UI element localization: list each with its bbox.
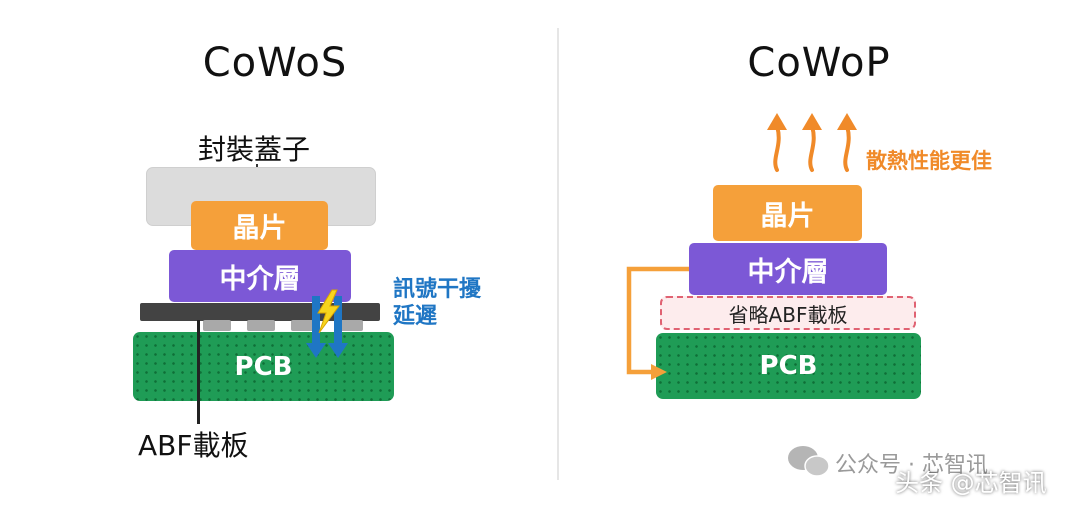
cowop-interposer: 中介層 [689,243,887,295]
cowop-interposer-label: 中介層 [747,256,829,288]
signal-arrow-down-icon [328,296,348,358]
cowos-pcb-label: PCB [234,351,293,382]
omitted-abf-substrate: 省略ABF載板 [660,296,916,330]
cowos-pcb: PCB [133,332,394,401]
lightning-icon [317,289,340,334]
cowop-title: CoWoP [747,40,891,86]
abf-pointer-line [197,320,200,424]
heat-arrow-icon [773,124,781,172]
cowos-interposer: 中介層 [169,250,351,302]
heat-arrow-icon [808,124,816,172]
cowos-interposer-label: 中介層 [219,263,301,295]
omitted-abf-label: 省略ABF載板 [728,302,848,327]
wechat-icon [788,446,830,477]
solder-bump [247,320,275,331]
cowop-pcb-label: PCB [759,351,818,381]
heat-arrow-icon [843,124,851,172]
bypass-connection-line [626,266,689,375]
center-divider [557,28,559,480]
solder-bump [203,320,231,331]
cowos-chip: 晶片 [191,201,328,250]
signal-delay-label-line1: 訊號干擾 [393,277,482,302]
lid-label: 封裝蓋子 [198,133,311,166]
watermark-wechat: 公众号 · 芯智讯 [835,453,988,478]
heat-arrow-head-icon [802,113,822,130]
signal-delay-label-line2: 延遲 [393,304,438,329]
bypass-arrow-head-icon [651,364,667,380]
cowop-pcb: PCB [656,333,921,399]
heat-label: 散熱性能更佳 [866,149,992,173]
cowos-title: CoWoS [202,40,348,86]
signal-arrow-down-icon [306,296,326,358]
heat-arrow-head-icon [837,113,857,130]
abf-substrate-label: ABF載板 [138,429,249,462]
solder-bump [335,320,363,331]
cowop-chip: 晶片 [713,185,862,241]
watermark-toutiao: 头条 @芯智讯 [895,469,1047,497]
heat-arrow-head-icon [767,113,787,130]
solder-bump [291,320,319,331]
cowos-chip-label: 晶片 [232,213,287,244]
cowop-chip-label: 晶片 [760,200,815,232]
